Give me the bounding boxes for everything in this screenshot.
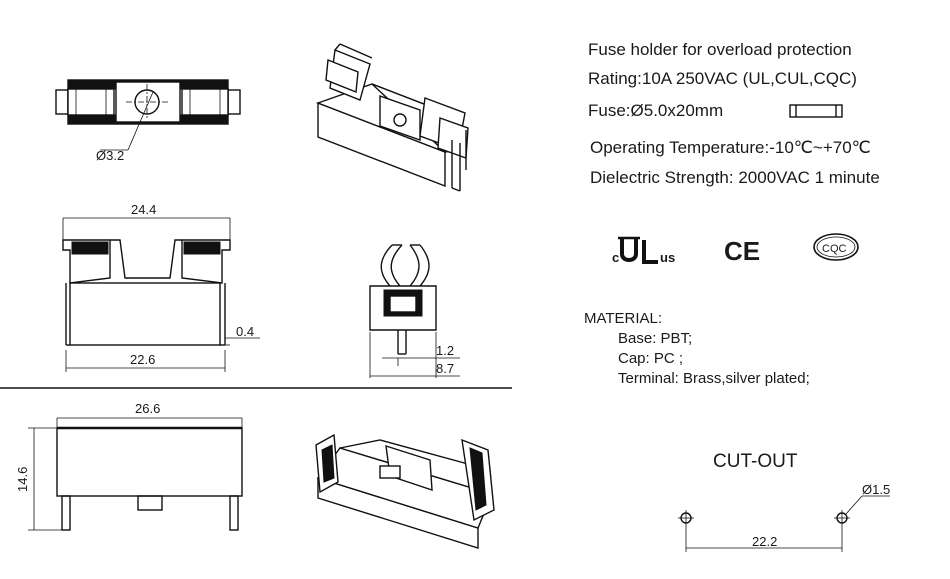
material-base: Base: PBT; — [618, 330, 692, 347]
dim-base-length: 26.6 — [135, 401, 160, 416]
dim-hole-diameter: Ø3.2 — [96, 148, 124, 163]
material-terminal: Terminal: Brass,silver plated; — [618, 370, 810, 387]
isometric-view-assembled — [315, 43, 469, 192]
dim-end-pin: 1.2 — [436, 343, 454, 358]
svg-text:CQC: CQC — [822, 243, 847, 255]
cutout-drawing: Ø1.5 22.2 — [678, 482, 890, 552]
isometric-view-base — [315, 433, 495, 549]
side-view: 24.4 0.4 22.6 — [62, 202, 260, 372]
spec-dielectric: Dielectric Strength: 2000VAC 1 minute — [590, 168, 880, 187]
spec-title: Fuse holder for overload protection — [588, 40, 852, 59]
material-cap: Cap: PC ; — [618, 350, 683, 367]
cutout-title: CUT-OUT — [713, 451, 798, 472]
dim-width-top: 24.4 — [131, 202, 156, 217]
dim-width-bottom: 22.6 — [130, 352, 155, 367]
dim-height: 14.6 — [15, 467, 30, 492]
top-view: Ø3.2 — [55, 79, 241, 163]
dim-cutout-spacing: 22.2 — [752, 534, 777, 549]
end-view: 1.2 8.7 — [369, 244, 460, 378]
spec-fuse: Fuse:Ø5.0x20mm — [588, 101, 723, 120]
spec-rating: Rating:10A 250VAC (UL,CUL,CQC) — [588, 69, 857, 88]
dim-pin-thickness: 0.4 — [236, 324, 254, 339]
svg-text:us: us — [660, 250, 675, 265]
svg-text:c: c — [612, 250, 619, 265]
fuse-icon — [789, 104, 843, 118]
material-heading: MATERIAL: — [584, 310, 662, 327]
dim-cutout-hole: Ø1.5 — [862, 482, 890, 497]
front-view: 26.6 14.6 — [15, 401, 243, 531]
ce-logo: CE — [724, 236, 760, 266]
spec-operating-temp: Operating Temperature:-10℃~+70℃ — [590, 138, 871, 157]
ul-logo: c us — [612, 236, 675, 265]
cqc-logo: CQC — [813, 233, 859, 261]
dim-end-width: 8.7 — [436, 361, 454, 376]
